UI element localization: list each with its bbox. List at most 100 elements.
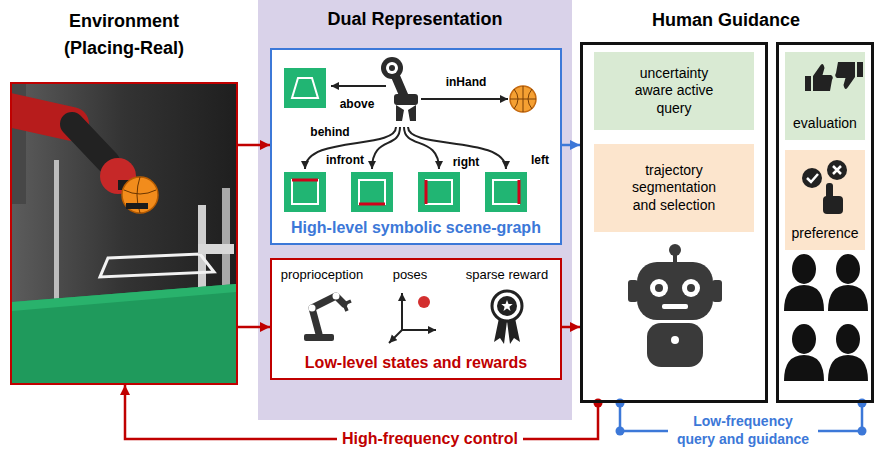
node-fill [785, 52, 865, 140]
robot-antenna-tip [669, 244, 681, 256]
thumbs-icon [805, 62, 863, 91]
gripper-finger [408, 105, 416, 121]
photo-rod [54, 160, 59, 300]
environment-photo-box: Environment (Placing-Real) [10, 82, 238, 385]
person-shoulders [828, 355, 868, 381]
robot-button [671, 336, 679, 344]
relation-label: inHand [446, 75, 487, 89]
region-square [284, 68, 326, 108]
feedback-text: preference [785, 224, 865, 242]
node-fill [270, 258, 562, 380]
connector [562, 326, 580, 329]
box-caption: High-level symbolic scene-graph [272, 218, 560, 238]
arm-links [312, 296, 344, 334]
frame-symbol [426, 180, 452, 204]
connector-dot [594, 399, 603, 408]
reward-medal-icon [492, 291, 522, 344]
medal-star [501, 300, 512, 311]
gripper-palm [394, 94, 418, 105]
control-label: High-frequency control [337, 428, 523, 450]
check-mark [807, 174, 818, 182]
medal-core [497, 296, 517, 316]
environment-photo [12, 84, 236, 383]
arm-joint [333, 293, 340, 300]
frame-symbol [292, 78, 318, 98]
person-head [792, 324, 816, 354]
region-square-left [485, 172, 527, 212]
robot-ear [628, 280, 638, 302]
gripper-icon [381, 57, 418, 121]
axis [389, 330, 402, 343]
panel-title: Dual Representation [258, 8, 572, 30]
scene-graph-box: High-level symbolic scene-graph [270, 48, 562, 245]
photo-bracket [198, 244, 234, 254]
state-label: poses [393, 267, 428, 282]
pose-dot [418, 296, 430, 308]
robot-mouth [662, 304, 688, 309]
relation-label: above [340, 97, 375, 111]
connector [238, 326, 270, 329]
region-square [284, 172, 326, 212]
person-shoulders [828, 285, 868, 311]
thumb-up [813, 64, 833, 91]
region-square [351, 172, 393, 212]
human-silhouettes [784, 254, 868, 381]
robot-head [637, 262, 713, 320]
feedback-text: evaluation [785, 114, 865, 132]
pointer-palm [823, 196, 843, 214]
state-label: proprioception [281, 267, 363, 282]
person-shoulders [784, 355, 824, 381]
node-fill [258, 0, 572, 420]
relation-label: left [531, 153, 549, 167]
ball-icon [510, 86, 536, 112]
medal-ring [492, 291, 522, 321]
relation-arrow [421, 98, 508, 100]
human-box: evaluation preference [776, 42, 874, 403]
axis [401, 293, 403, 330]
node-fill [785, 150, 865, 250]
node-fill [270, 48, 562, 245]
photo-finger [126, 203, 148, 209]
person-head [792, 254, 816, 284]
pose-axes-icon [389, 293, 436, 343]
relation-arrow [331, 85, 386, 87]
relation-arrow [408, 127, 506, 169]
scene-graph-figure [284, 57, 536, 212]
region-square-behind [284, 172, 326, 212]
node-fill [594, 52, 754, 130]
relation-label: right [453, 155, 480, 169]
frame-symbol [359, 180, 385, 204]
side-marker [518, 180, 521, 204]
connector [238, 144, 270, 147]
photo-ball-seam [124, 177, 156, 213]
representation-panel: Dual RepresentationHigh-level symbolic s… [258, 0, 572, 420]
side-marker [425, 180, 428, 204]
relation-label: infront [326, 153, 364, 167]
side-marker [292, 179, 318, 182]
axis [402, 329, 436, 331]
node-fill [594, 144, 754, 232]
region-square-infront [351, 172, 393, 212]
thumb-cuff [857, 62, 863, 77]
robot-eye [650, 279, 668, 297]
connector-dot [858, 399, 867, 408]
robot-agent-icon [628, 244, 722, 367]
frame-symbol [292, 180, 318, 204]
gripper-joint [381, 57, 403, 79]
photo-table [12, 284, 236, 383]
region-square-above [284, 68, 326, 108]
connector-dot [616, 427, 625, 436]
ball-seam [510, 86, 536, 112]
person-head [836, 254, 860, 284]
frame-symbol [493, 180, 519, 204]
robot-arm-icon [304, 293, 351, 342]
robot-eye [682, 279, 700, 297]
robot-pupil [655, 284, 663, 292]
connector [562, 144, 580, 147]
cross-mark [833, 166, 841, 174]
cross-badge [827, 160, 847, 180]
node-fill [776, 42, 874, 403]
connector-dot [616, 399, 625, 408]
box-caption: Low-level states and rewards [272, 353, 560, 373]
